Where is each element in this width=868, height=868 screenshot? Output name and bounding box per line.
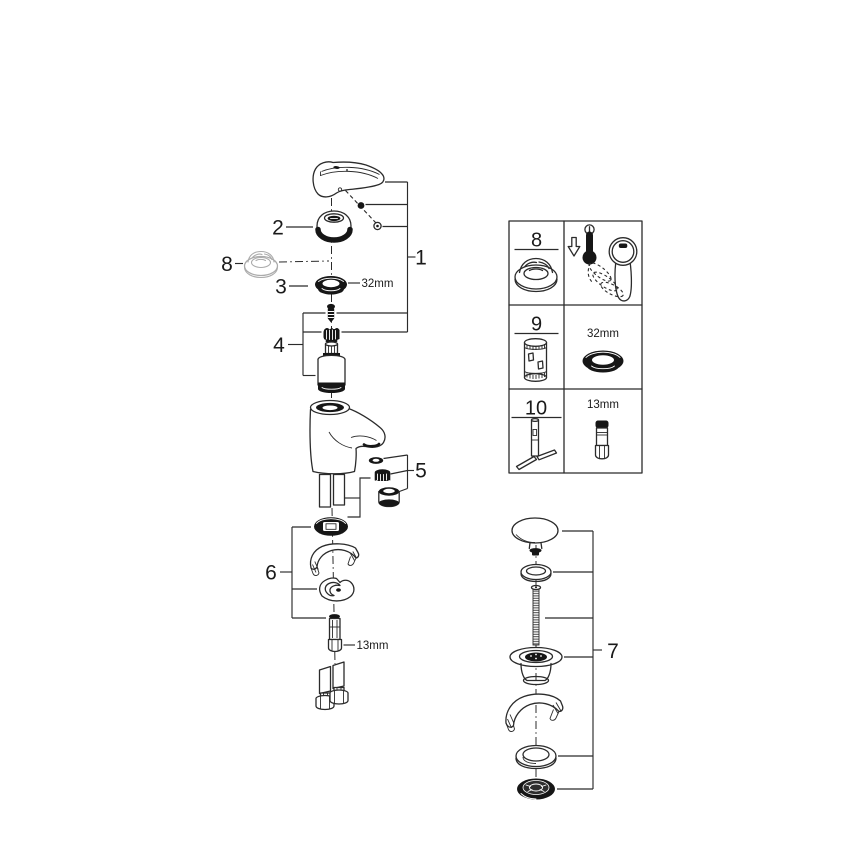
wedge-spacer-drawing (309, 543, 360, 576)
temperature-down-icon (567, 224, 597, 265)
aerator-parts-drawing (368, 457, 400, 508)
lever-handle-drawing (312, 161, 385, 198)
callout-2: 2 (272, 217, 284, 240)
table-part-number-8: 8 (531, 230, 542, 252)
callout-8: 8 (221, 253, 233, 276)
drain-assembly-drawing: 7 (505, 517, 619, 800)
drain-nut-drawing (517, 778, 555, 800)
callout-7: 7 (607, 640, 619, 663)
table-rosette-drawing (514, 257, 558, 293)
drain-washer-drawing (515, 744, 557, 770)
supply-hoses-drawing (315, 661, 349, 711)
table-part-number-10: 10 (525, 398, 547, 420)
drain-wedge-drawing (505, 693, 564, 732)
table-stud-13mm-drawing: 13mm (587, 399, 619, 460)
t-handle-tool-drawing (515, 417, 558, 471)
escutcheon-ring-drawing: 32mm (315, 276, 393, 295)
drain-plug-cap-drawing (511, 517, 559, 556)
handle-screw-drawing (345, 190, 382, 231)
adjusting-nut-drawing (323, 328, 340, 343)
table-ring-32mm-drawing: 32mm (582, 328, 624, 373)
mounting-stud-drawing: 13mm (327, 614, 389, 653)
stud-size-label: 13mm (357, 640, 389, 652)
callout-6: 6 (265, 562, 277, 585)
mounting-socket-tool-drawing (523, 338, 548, 382)
handle-pull-illustration (587, 237, 638, 302)
callout-1: 1 (415, 247, 427, 270)
drain-callout-bracket: 7 (545, 530, 619, 790)
callout-3: 3 (275, 276, 287, 299)
dome-cap-drawing (315, 210, 353, 243)
drain-rod-drawing (530, 584, 542, 646)
callout-brackets: 1 2 3 4 5 6 8 (221, 181, 427, 619)
table-part-number-9: 9 (531, 314, 542, 336)
faucet-body-drawing (309, 399, 386, 508)
table-stud-size-label: 13mm (587, 399, 619, 411)
base-gasket-drawing (314, 517, 348, 536)
callout-5: 5 (415, 460, 427, 483)
rosette-part-drawing (243, 250, 279, 279)
callout-4: 4 (273, 334, 285, 357)
cartridge-drawing (317, 341, 346, 393)
cartridge-screw-drawing (327, 303, 335, 323)
escutcheon-size-label: 32mm (362, 278, 394, 290)
drain-flange-drawing (509, 646, 563, 686)
tool-table: 8 9 (508, 220, 643, 474)
horseshoe-clamp-drawing (318, 577, 355, 602)
table-ring-size-label: 32mm (587, 328, 619, 340)
drain-gasket-drawing (520, 563, 552, 583)
aerator-position-lines (345, 477, 371, 518)
